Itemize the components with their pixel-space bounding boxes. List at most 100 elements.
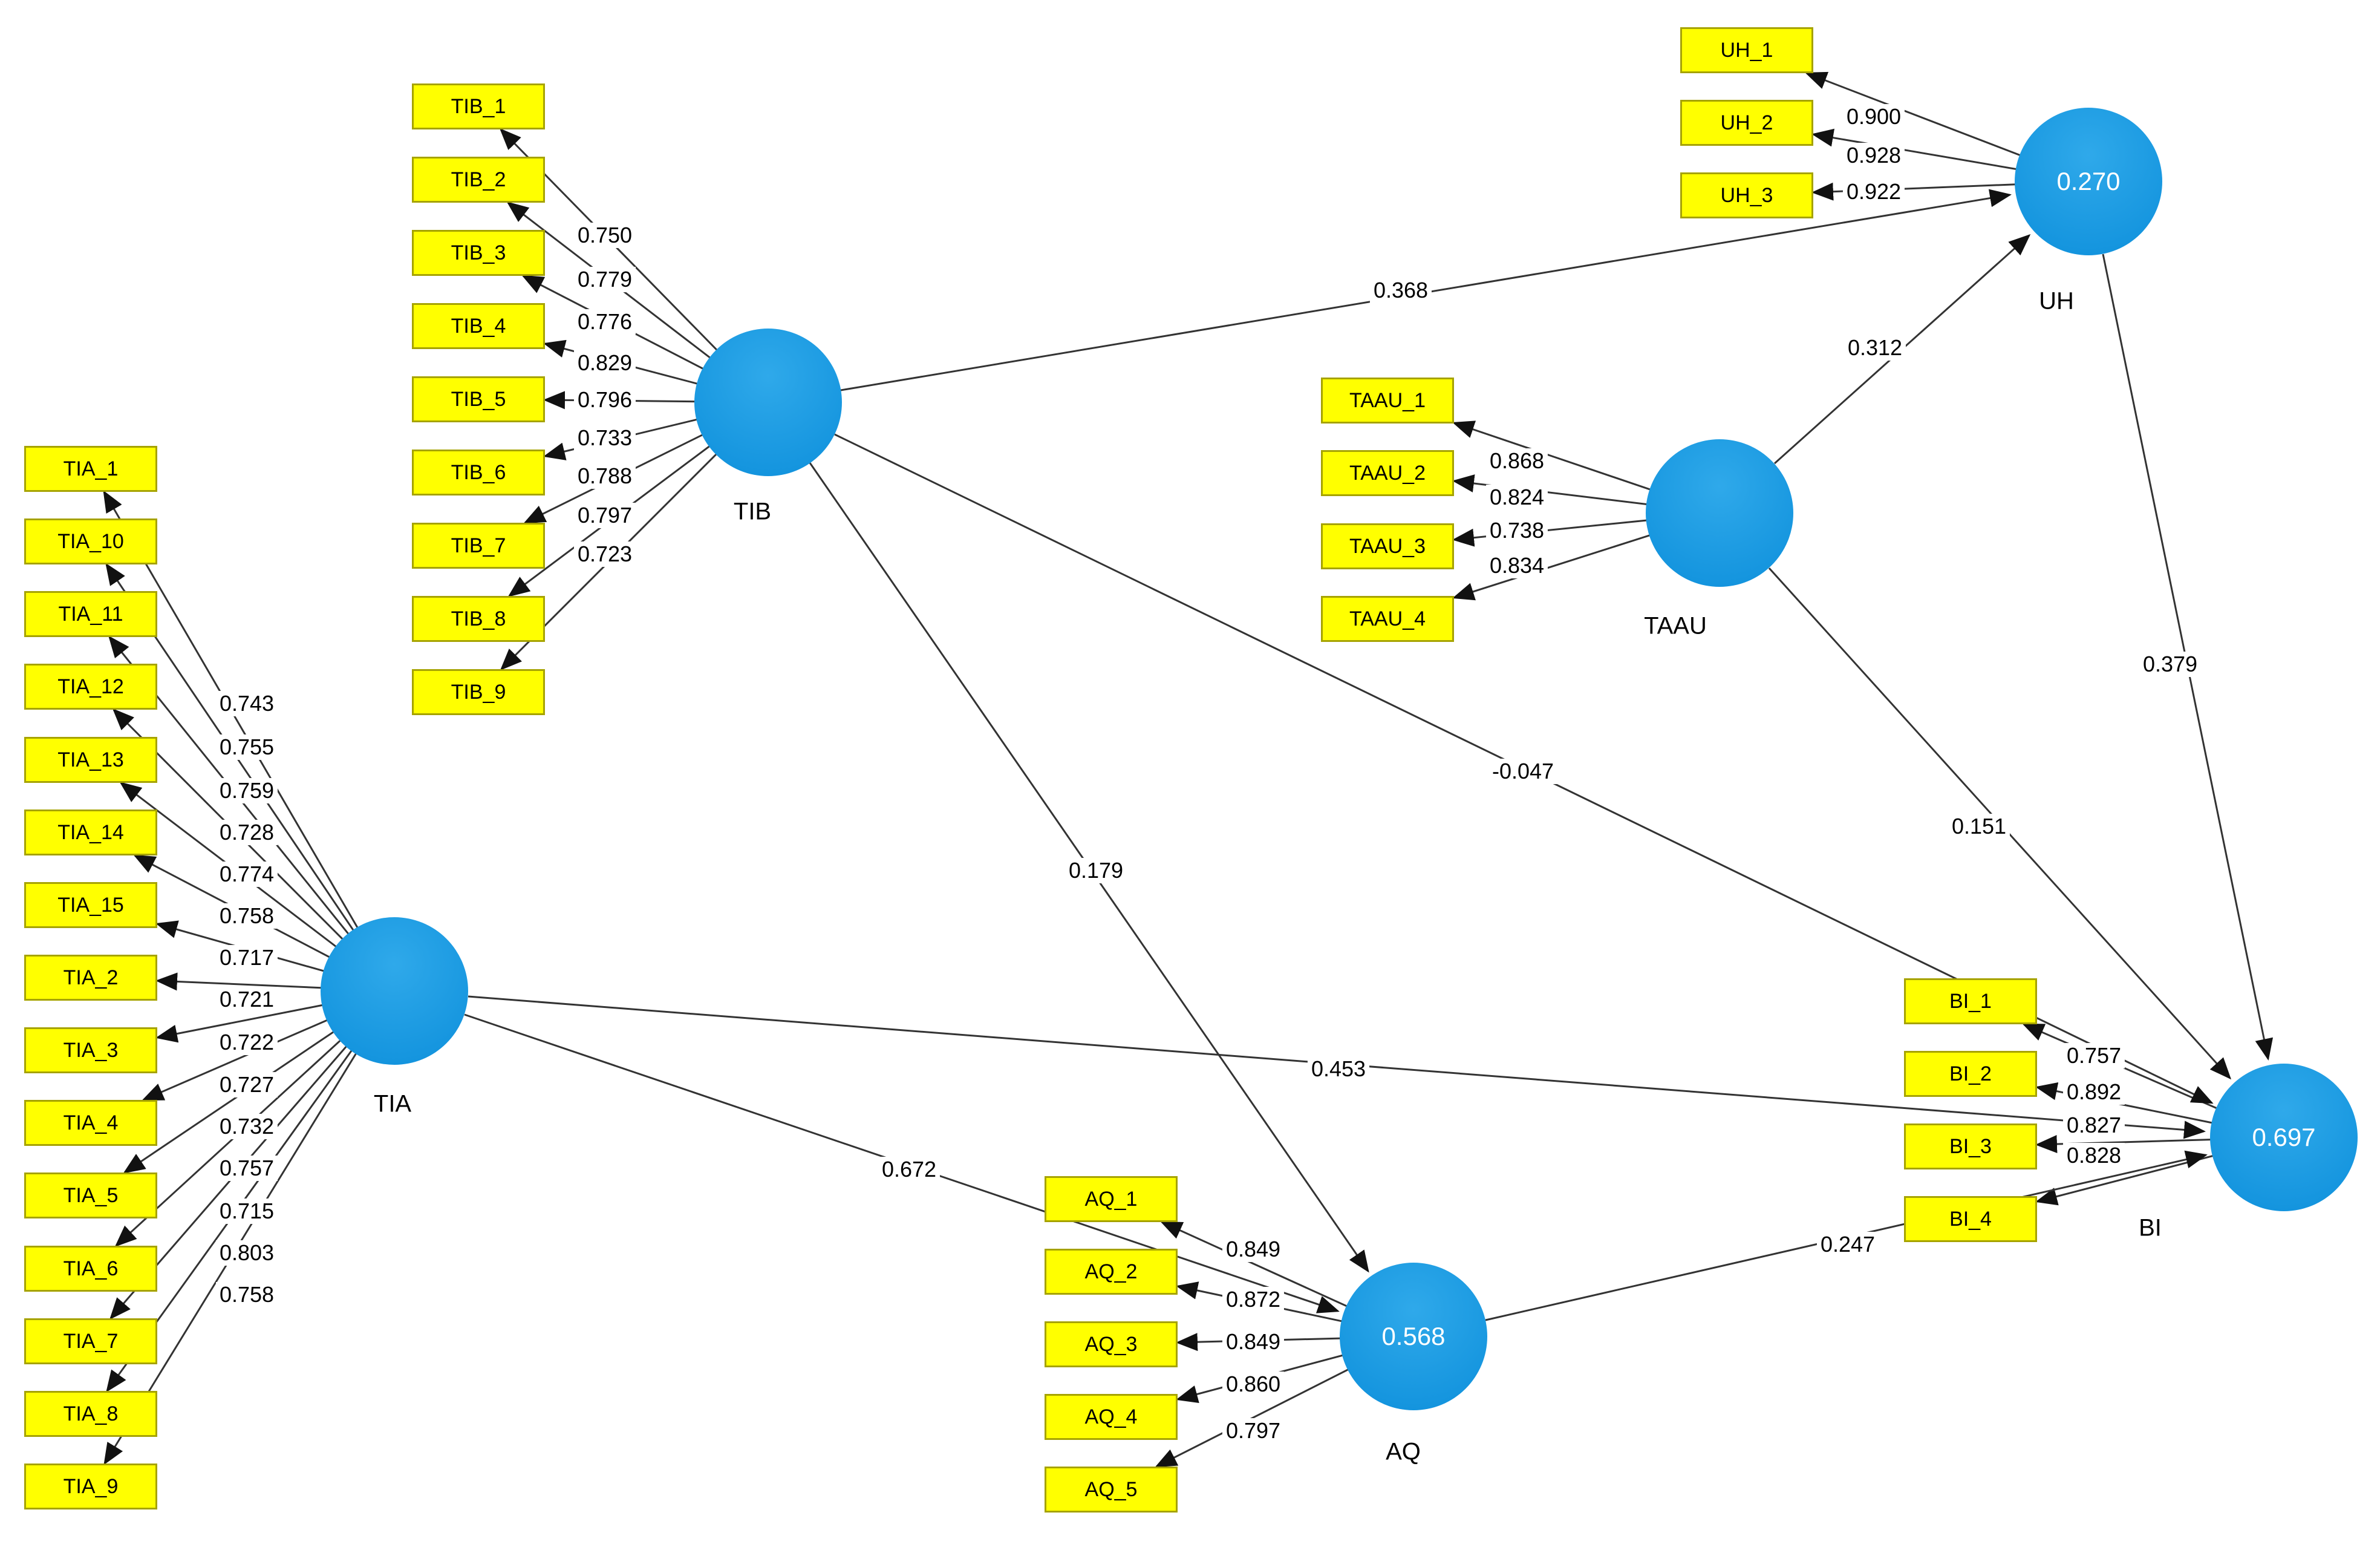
indicator-taau-1[interactable]: TAAU_1 xyxy=(1321,378,1454,424)
indicator-tib-5[interactable]: TIB_5 xyxy=(412,376,545,422)
loading-label: 0.788 xyxy=(573,463,636,489)
indicator-tia-12[interactable]: TIA_12 xyxy=(24,664,157,710)
loading-label: 0.721 xyxy=(215,987,278,1012)
loading-label: 0.900 xyxy=(1842,104,1905,129)
indicator-tib-2[interactable]: TIB_2 xyxy=(412,157,545,203)
loading-label: 0.774 xyxy=(215,862,278,887)
loading-label: 0.732 xyxy=(215,1114,278,1139)
path-coefficient-tia-bi: 0.453 xyxy=(1307,1056,1370,1082)
indicator-label: TIB_2 xyxy=(451,168,506,191)
indicator-tia-9[interactable]: TIA_9 xyxy=(24,1464,157,1509)
indicator-aq-5[interactable]: AQ_5 xyxy=(1045,1467,1178,1513)
indicator-tia-2[interactable]: TIA_2 xyxy=(24,955,157,1001)
loading-label: 0.717 xyxy=(215,945,278,970)
indicator-tia-1[interactable]: TIA_1 xyxy=(24,446,157,492)
indicator-label: TIB_3 xyxy=(451,241,506,264)
indicator-label: TIA_14 xyxy=(57,820,124,844)
construct-name-aq: AQ xyxy=(1386,1438,1421,1465)
loading-label: 0.733 xyxy=(573,425,636,451)
indicator-label: AQ_3 xyxy=(1084,1332,1138,1356)
indicator-tib-3[interactable]: TIB_3 xyxy=(412,230,545,276)
indicator-bi-3[interactable]: BI_3 xyxy=(1904,1123,2037,1169)
indicator-taau-4[interactable]: TAAU_4 xyxy=(1321,596,1454,642)
indicator-tib-1[interactable]: TIB_1 xyxy=(412,83,545,129)
construct-name-uh: UH xyxy=(2039,287,2074,315)
indicator-label: TIA_11 xyxy=(58,602,123,626)
indicator-label: TIA_4 xyxy=(63,1111,119,1134)
indicator-label: TIA_13 xyxy=(57,748,124,771)
indicator-uh-1[interactable]: UH_1 xyxy=(1680,27,1813,73)
indicator-tia-15[interactable]: TIA_15 xyxy=(24,882,157,928)
indicator-bi-1[interactable]: BI_1 xyxy=(1904,978,2037,1024)
indicator-tia-6[interactable]: TIA_6 xyxy=(24,1246,157,1292)
loading-label: 0.750 xyxy=(573,223,636,248)
indicator-label: TIA_9 xyxy=(63,1474,119,1498)
loading-label: 0.728 xyxy=(215,820,278,845)
construct-circle-taau[interactable] xyxy=(1646,439,1793,587)
loading-label: 0.779 xyxy=(573,267,636,292)
loading-label: 0.827 xyxy=(2062,1113,2125,1138)
indicator-aq-1[interactable]: AQ_1 xyxy=(1045,1176,1178,1222)
indicator-aq-3[interactable]: AQ_3 xyxy=(1045,1321,1178,1367)
indicator-tia-10[interactable]: TIA_10 xyxy=(24,518,157,564)
loading-label: 0.868 xyxy=(1485,448,1548,474)
loading-label: 0.928 xyxy=(1842,143,1905,168)
loading-label: 0.757 xyxy=(2062,1043,2125,1068)
indicator-label: UH_1 xyxy=(1720,38,1773,62)
indicator-aq-4[interactable]: AQ_4 xyxy=(1045,1394,1178,1440)
loading-label: 0.892 xyxy=(2062,1079,2125,1105)
indicator-tib-8[interactable]: TIB_8 xyxy=(412,596,545,642)
loading-label: 0.797 xyxy=(573,503,636,528)
indicator-tib-6[interactable]: TIB_6 xyxy=(412,450,545,495)
loading-label: 0.743 xyxy=(215,691,278,716)
indicator-aq-2[interactable]: AQ_2 xyxy=(1045,1249,1178,1295)
indicator-tib-4[interactable]: TIB_4 xyxy=(412,303,545,349)
loading-label: 0.849 xyxy=(1222,1329,1285,1355)
indicator-tia-5[interactable]: TIA_5 xyxy=(24,1173,157,1218)
indicator-tia-4[interactable]: TIA_4 xyxy=(24,1100,157,1146)
indicator-label: BI_1 xyxy=(1949,989,1992,1013)
indicator-tia-11[interactable]: TIA_11 xyxy=(24,591,157,637)
path-coefficient-taau-uh: 0.312 xyxy=(1844,335,1906,361)
path-coefficient-tib-uh: 0.368 xyxy=(1369,278,1432,303)
indicator-uh-3[interactable]: UH_3 xyxy=(1680,172,1813,218)
indicator-label: TIA_5 xyxy=(63,1183,119,1207)
r-squared-value: 0.568 xyxy=(1381,1322,1446,1350)
indicator-label: TIA_1 xyxy=(63,457,119,480)
loading-label: 0.727 xyxy=(215,1072,278,1097)
indicator-label: TIA_3 xyxy=(63,1038,119,1062)
construct-circle-bi[interactable]: 0.697 xyxy=(2210,1064,2358,1211)
indicator-tia-7[interactable]: TIA_7 xyxy=(24,1318,157,1364)
indicator-label: UH_3 xyxy=(1720,183,1773,207)
path-coefficient-taau-bi: 0.151 xyxy=(1948,814,2010,839)
indicator-label: AQ_5 xyxy=(1084,1477,1138,1501)
indicator-label: TAAU_2 xyxy=(1349,461,1426,485)
indicator-bi-4[interactable]: BI_4 xyxy=(1904,1196,2037,1242)
indicator-label: TAAU_4 xyxy=(1349,607,1426,630)
indicator-tib-7[interactable]: TIB_7 xyxy=(412,523,545,569)
construct-name-bi: BI xyxy=(2139,1214,2162,1241)
indicator-bi-2[interactable]: BI_2 xyxy=(1904,1051,2037,1097)
indicator-tib-9[interactable]: TIB_9 xyxy=(412,669,545,715)
construct-circle-tia[interactable] xyxy=(321,917,468,1065)
indicator-uh-2[interactable]: UH_2 xyxy=(1680,100,1813,146)
loading-label: 0.824 xyxy=(1485,485,1548,510)
indicator-tia-3[interactable]: TIA_3 xyxy=(24,1027,157,1073)
indicator-taau-3[interactable]: TAAU_3 xyxy=(1321,523,1454,569)
construct-name-tia: TIA xyxy=(373,1090,412,1117)
edge-lines xyxy=(103,71,2284,1468)
path-coefficient-aq-bi: 0.247 xyxy=(1816,1232,1879,1257)
path-coefficient-tib-bi: -0.047 xyxy=(1488,759,1558,784)
indicator-tia-13[interactable]: TIA_13 xyxy=(24,737,157,783)
construct-circle-tib[interactable] xyxy=(694,329,842,476)
indicator-tia-8[interactable]: TIA_8 xyxy=(24,1391,157,1437)
indicator-tia-14[interactable]: TIA_14 xyxy=(24,809,157,855)
construct-circle-uh[interactable]: 0.270 xyxy=(2015,108,2162,255)
r-squared-value: 0.697 xyxy=(2252,1123,2316,1151)
loading-label: 0.758 xyxy=(215,903,278,929)
construct-circle-aq[interactable]: 0.568 xyxy=(1340,1263,1487,1410)
indicator-label: TIB_8 xyxy=(451,607,506,630)
indicator-taau-2[interactable]: TAAU_2 xyxy=(1321,450,1454,496)
